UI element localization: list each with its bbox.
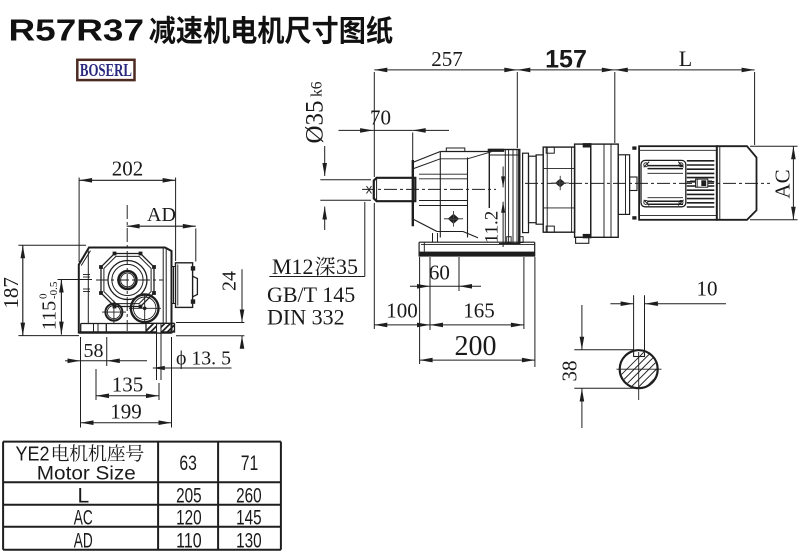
svg-text:38: 38 xyxy=(558,361,582,382)
svg-text:GB/T 145: GB/T 145 xyxy=(267,282,355,307)
svg-text:165: 165 xyxy=(463,299,495,323)
svg-text:k6: k6 xyxy=(309,81,326,97)
svg-text:157: 157 xyxy=(545,46,587,74)
svg-text:24: 24 xyxy=(219,271,241,291)
svg-text:R57R37: R57R37 xyxy=(9,12,145,47)
svg-text:200: 200 xyxy=(455,331,497,362)
svg-text:199: 199 xyxy=(110,400,142,424)
svg-text:Motor Size: Motor Size xyxy=(37,463,136,484)
svg-text:71: 71 xyxy=(241,452,259,475)
svg-text:130: 130 xyxy=(236,529,262,552)
svg-text:187: 187 xyxy=(0,277,23,309)
svg-text:115: 115 xyxy=(39,301,61,330)
svg-text:DIN 332: DIN 332 xyxy=(267,305,345,330)
svg-text:AD: AD xyxy=(74,529,93,552)
svg-text:110: 110 xyxy=(176,529,202,552)
svg-text:205: 205 xyxy=(176,484,202,507)
svg-text:10: 10 xyxy=(697,277,718,301)
svg-text:YE2: YE2 xyxy=(16,444,50,466)
svg-text:145: 145 xyxy=(236,506,262,529)
svg-text:120: 120 xyxy=(176,506,202,529)
svg-text:ϕ 13. 5: ϕ 13. 5 xyxy=(176,348,231,370)
svg-text:60: 60 xyxy=(429,261,450,285)
svg-text:63: 63 xyxy=(179,452,197,475)
svg-text:-0.5: -0.5 xyxy=(48,281,60,299)
svg-text:202: 202 xyxy=(112,157,144,181)
svg-text:70: 70 xyxy=(370,106,391,130)
svg-text:100: 100 xyxy=(386,299,418,323)
svg-text:260: 260 xyxy=(236,484,262,507)
svg-text:35: 35 xyxy=(336,254,358,279)
svg-text:58: 58 xyxy=(84,340,104,362)
svg-text:L: L xyxy=(679,46,692,71)
svg-text:M12: M12 xyxy=(272,254,314,279)
svg-text:257: 257 xyxy=(431,47,463,71)
svg-text:AC: AC xyxy=(771,169,795,198)
svg-text:Ø35: Ø35 xyxy=(302,100,329,143)
svg-text:L: L xyxy=(77,484,89,507)
svg-text:135: 135 xyxy=(112,373,144,397)
svg-text:AD: AD xyxy=(147,204,176,226)
svg-text:11.2: 11.2 xyxy=(482,211,503,244)
svg-text:0: 0 xyxy=(38,293,50,299)
svg-text:AC: AC xyxy=(74,506,93,529)
svg-text:BOSERL: BOSERL xyxy=(80,60,132,80)
